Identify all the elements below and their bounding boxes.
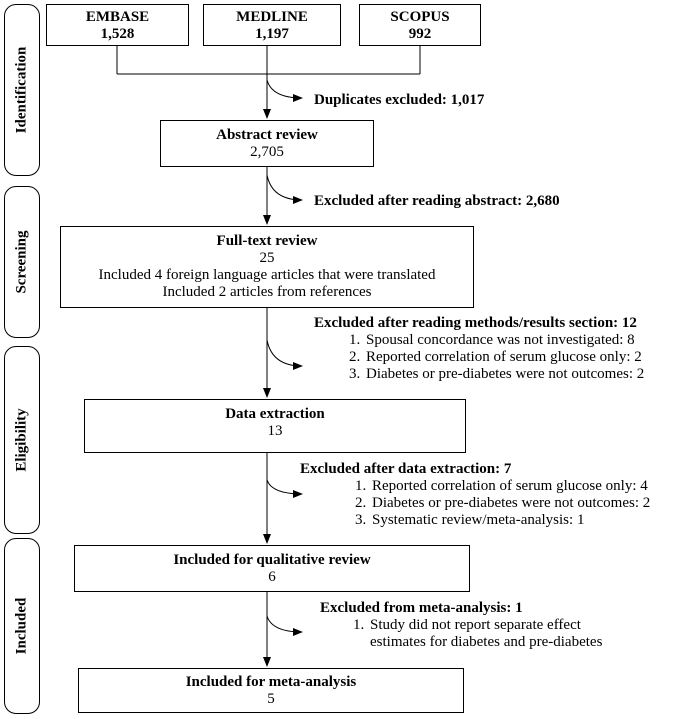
exclusion-reason: Diabetes or pre-diabetes were not outcom…: [370, 495, 680, 512]
exclusion-reason: Spousal concordance was not investigated…: [364, 332, 682, 349]
source-count: 992: [408, 26, 432, 42]
exclusion-reason: Diabetes or pre-diabetes were not outcom…: [364, 366, 682, 383]
box-count: 25: [259, 250, 275, 266]
exclusion-reason: Reported correlation of serum glucose on…: [370, 478, 680, 495]
stage-eligibility: Eligibility: [4, 346, 40, 534]
excluded-methods: Excluded after reading methods/results s…: [314, 315, 682, 383]
box-title: Abstract review: [216, 127, 318, 143]
stage-screening: Screening: [4, 186, 40, 338]
abstract-review-box: Abstract review 2,705: [160, 120, 374, 167]
meta-analysis-box: Included for meta-analysis 5: [78, 668, 464, 713]
source-box-embase: EMBASE 1,528: [46, 4, 189, 46]
exclusion-heading: Excluded from meta-analysis: 1: [320, 600, 523, 616]
stage-label: Included: [13, 597, 30, 655]
excluded-extraction: Excluded after data extraction: 7 Report…: [300, 461, 680, 529]
stage-label: Identification: [13, 46, 30, 134]
box-count: 5: [267, 691, 275, 707]
source-count: 1,197: [255, 26, 289, 42]
exclusion-reason: Study did not report separate effect est…: [368, 617, 628, 651]
excluded-abstract: Excluded after reading abstract: 2,680: [314, 193, 560, 209]
box-count: 13: [267, 423, 283, 439]
stage-included: Included: [4, 538, 40, 714]
source-name: MEDLINE: [236, 9, 308, 25]
excluded-meta-analysis: Excluded from meta-analysis: 1 Study did…: [320, 600, 650, 651]
source-count: 1,528: [100, 26, 135, 42]
fulltext-review-box: Full-text review 25 Included 4 foreign l…: [60, 226, 474, 308]
exclusion-reason: Reported correlation of serum glucose on…: [364, 349, 682, 366]
source-box-medline: MEDLINE 1,197: [203, 4, 341, 46]
data-extraction-box: Data extraction 13: [84, 399, 466, 453]
source-name: EMBASE: [85, 9, 150, 25]
exclusion-reason: Systematic review/meta-analysis: 1: [370, 512, 680, 529]
box-count: 6: [268, 569, 276, 585]
box-title: Included for qualitative review: [173, 552, 371, 568]
duplicates-excluded: Duplicates excluded: 1,017: [314, 92, 485, 108]
box-title: Data extraction: [225, 406, 325, 422]
exclusion-heading: Excluded after reading methods/results s…: [314, 315, 637, 331]
source-box-scopus: SCOPUS 992: [359, 4, 481, 46]
box-note: Included 4 foreign language articles tha…: [98, 267, 436, 283]
exclusion-heading: Excluded after data extraction: 7: [300, 461, 512, 477]
box-title: Included for meta-analysis: [185, 674, 357, 690]
stage-label: Screening: [13, 230, 30, 294]
qualitative-review-box: Included for qualitative review 6: [74, 545, 470, 592]
stage-label: Eligibility: [13, 408, 30, 472]
box-note: Included 2 articles from references: [162, 284, 372, 300]
box-title: Full-text review: [216, 233, 318, 249]
stage-identification: Identification: [4, 4, 40, 176]
box-count: 2,705: [250, 144, 284, 160]
source-name: SCOPUS: [390, 9, 450, 25]
